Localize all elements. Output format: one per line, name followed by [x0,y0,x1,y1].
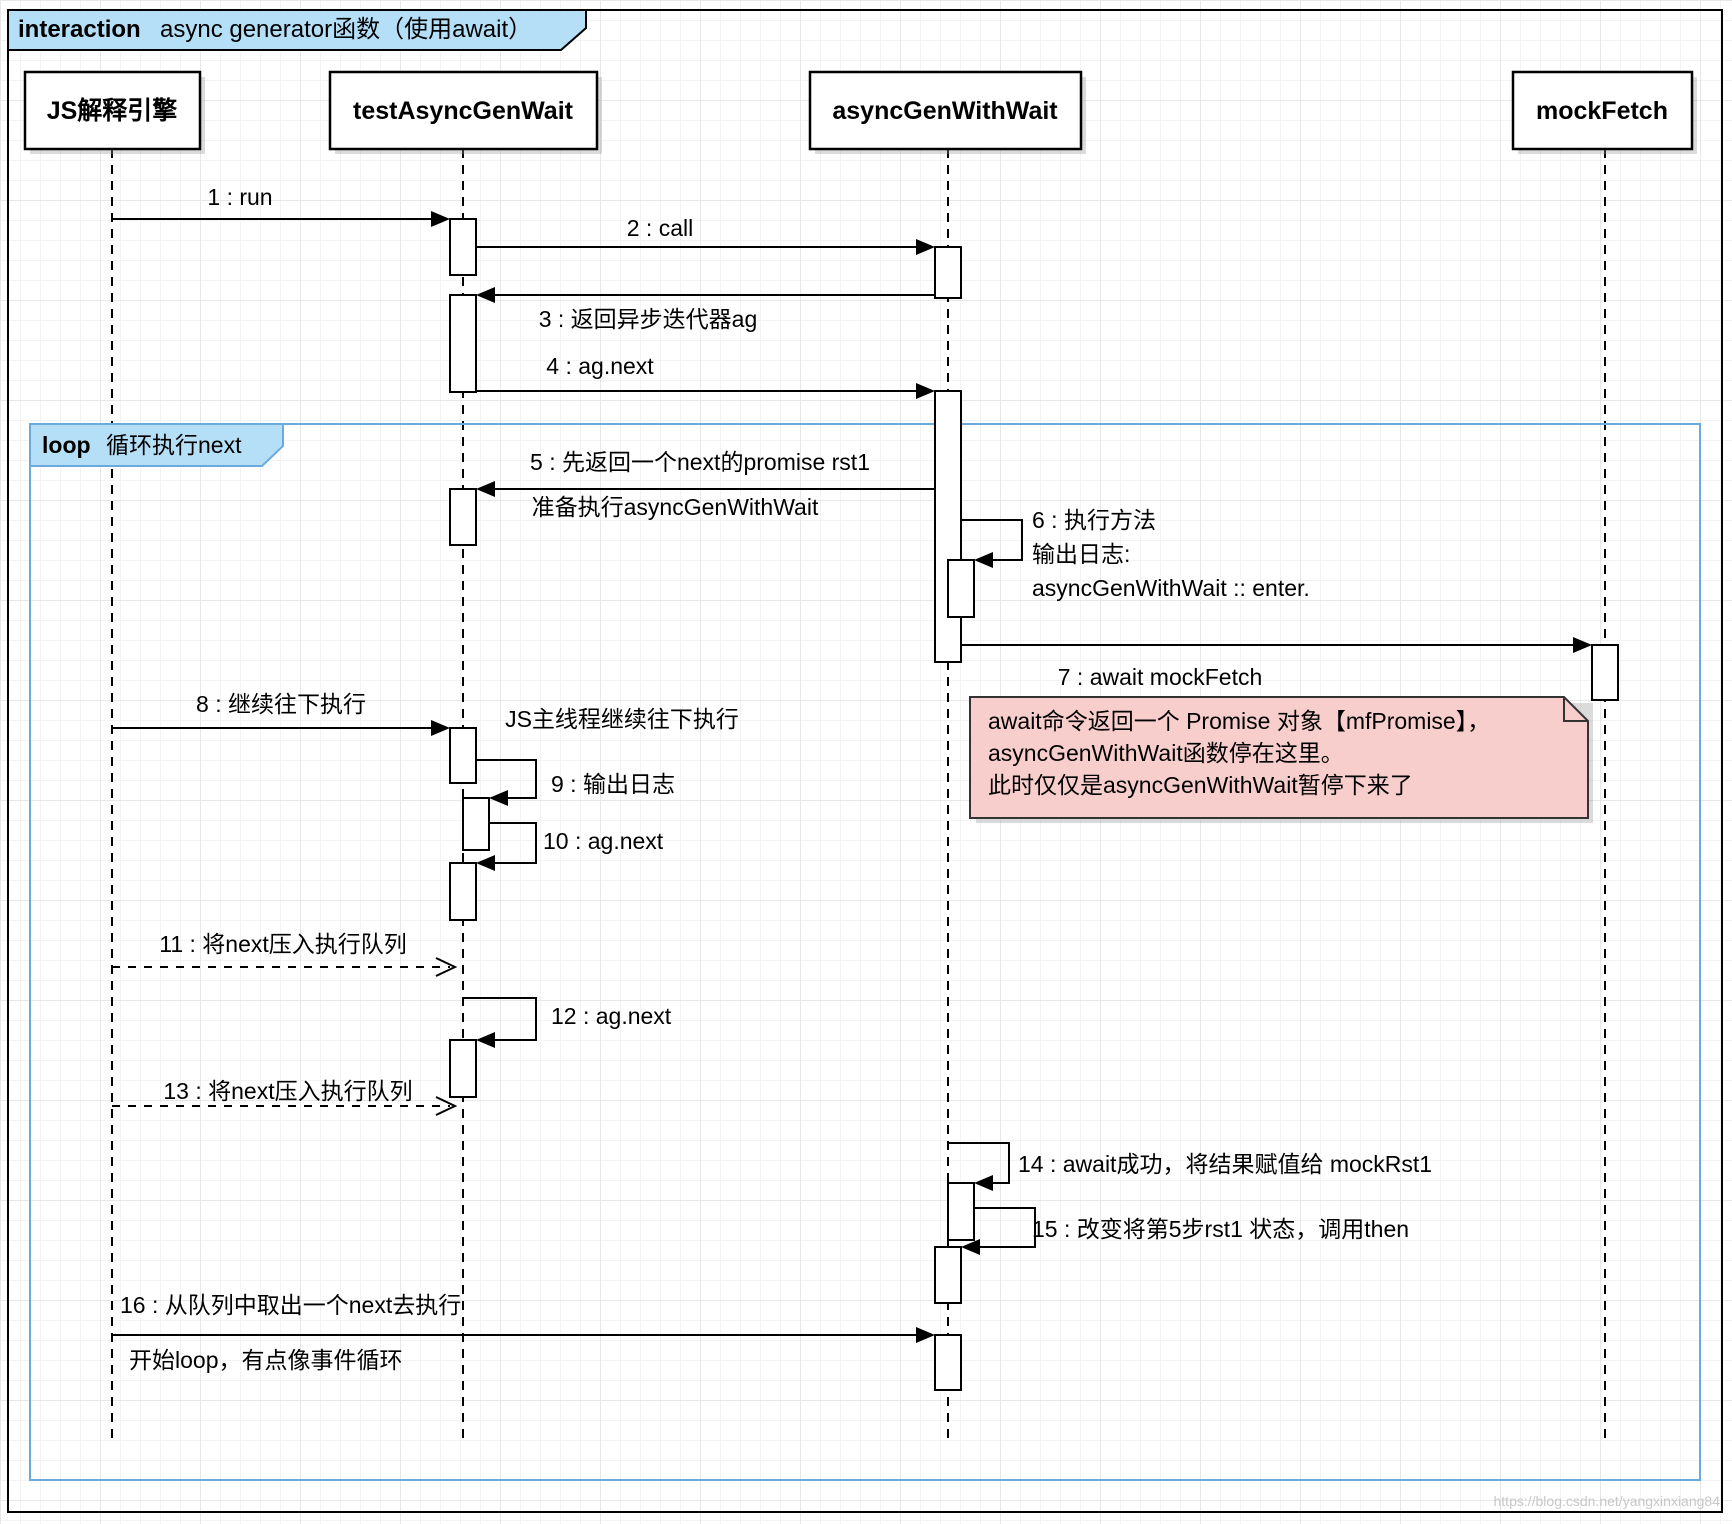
message-label: 3 : 返回异步迭代器ag [539,306,758,332]
message-label: 13 : 将next压入执行队列 [163,1078,412,1104]
message-label: 7 : await mockFetch [1058,664,1263,690]
note: await命令返回一个 Promise 对象【mfPromise】， async… [969,696,1593,823]
message-7: 7 : await mockFetch [961,637,1592,690]
activation-bar [449,488,477,546]
message-10: 10 : ag.next [476,822,664,871]
message-5: 5 : 先返回一个next的promise rst1 准备执行asyncGenW… [476,449,935,520]
loop-fragment-label: loop 循环执行next [42,432,242,458]
activation-bar [462,797,490,851]
message-sublabel: 准备执行asyncGenWithWait [532,494,819,520]
note-line: asyncGenWithWait函数停在这里。 [988,740,1344,766]
diagram-title: interaction async generator函数（使用await） [18,16,532,43]
lifeline-head-testasyncgenwait: testAsyncGenWait [328,70,602,154]
message-label: 15 : 改变将第5步rst1 状态，调用then [1032,1216,1409,1242]
watermark: https://blog.csdn.net/yangxinxiang84 [1494,1493,1721,1509]
message-9: 9 : 输出日志 [476,759,675,806]
message-label: 2 : call [627,215,693,241]
message-1: 1 : run [112,184,450,227]
message-4: 4 : ag.next [476,353,935,399]
message-label: 11 : 将next压入执行队列 [159,931,407,957]
message-12: 12 : ag.next [463,997,672,1048]
note-line: 此时仅仅是asyncGenWithWait暂停下来了 [988,772,1413,798]
lifeline-head-js-engine: JS解释引擎 [23,70,205,154]
activation-bar [449,294,477,393]
activation-bar [947,559,975,618]
activation-bar [449,727,477,784]
note-fold [1563,697,1588,722]
message-8: 8 : 继续往下执行 JS主线程继续往下执行 [112,691,739,736]
note-line: await命令返回一个 Promise 对象【mfPromise】， [988,708,1490,734]
message-14: 14 : await成功，将结果赋值给 mockRst1 [948,1142,1432,1191]
activation-bar [1591,644,1619,701]
message-label: 12 : ag.next [551,1003,672,1029]
activation-bar [934,1334,962,1391]
activation-bar [449,862,477,921]
message-sublabel2: asyncGenWithWait :: enter. [1032,575,1310,601]
activation-bar [449,1039,477,1098]
message-label: 10 : ag.next [543,828,664,854]
message-sublabel: JS主线程继续往下执行 [505,706,739,732]
activation-bar [934,246,962,299]
lifeline-head-asyncgenwithwait: asyncGenWithWait [808,70,1086,154]
lifeline-label: mockFetch [1536,97,1668,125]
activation-bar [449,218,477,276]
lifeline-label: JS解释引擎 [47,97,178,125]
title-tab [7,9,587,51]
message-sublabel: 开始loop，有点像事件循环 [129,1347,402,1373]
lifeline-label: testAsyncGenWait [353,97,574,125]
message-13: 13 : 将next压入执行队列 [112,1078,458,1116]
message-label: 1 : run [207,184,272,210]
message-label: 4 : ag.next [546,353,654,379]
message-15: 15 : 改变将第5步rst1 状态，调用then [961,1207,1409,1255]
message-16: 16 : 从队列中取出一个next去执行 开始loop，有点像事件循环 [112,1292,935,1373]
message-label: 6 : 执行方法 [1032,507,1156,533]
message-3: 3 : 返回异步迭代器ag [476,287,935,332]
lifeline-label: asyncGenWithWait [832,97,1058,125]
message-6: 6 : 执行方法 输出日志: asyncGenWithWait :: enter… [961,507,1310,601]
message-2: 2 : call [476,215,935,255]
message-label: 9 : 输出日志 [551,771,675,797]
lifeline-head-mockfetch: mockFetch [1511,70,1697,154]
message-label: 8 : 继续往下执行 [196,691,366,717]
message-11: 11 : 将next压入执行队列 [112,931,458,977]
message-label: 5 : 先返回一个next的promise rst1 [530,449,870,475]
activation-bar [947,1182,975,1241]
activation-bar [934,1246,962,1304]
message-label: 14 : await成功，将结果赋值给 mockRst1 [1018,1151,1432,1177]
note-body [969,696,1589,819]
diagram-frame [7,9,1723,1513]
loop-fragment-tab [29,423,284,467]
message-label: 16 : 从队列中取出一个next去执行 [120,1292,461,1318]
loop-fragment-frame [29,423,1701,1481]
activation-bar [934,390,962,663]
message-sublabel: 输出日志: [1032,541,1130,567]
